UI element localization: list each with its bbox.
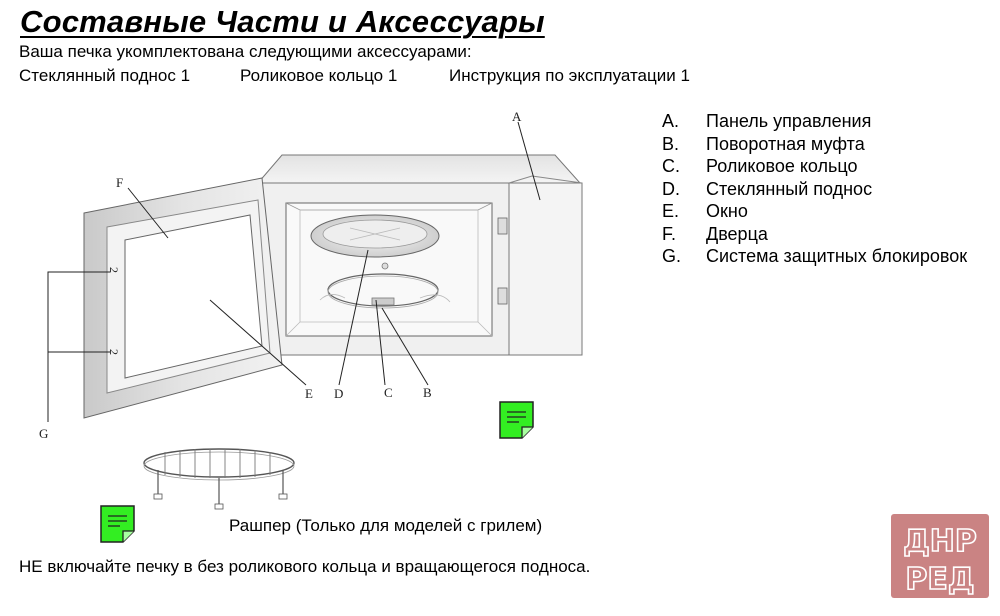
logo-line-2: РЕД [905,562,974,597]
diagram-label-a: A [512,109,522,124]
legend-letter: A. [662,111,680,131]
note-icon [100,505,135,543]
diagram-label-b: B [423,385,432,400]
warning-text: НЕ включайте печку в без роликового коль… [19,557,591,576]
grill-caption: Рашпер (Только для моделей с грилем) [229,516,543,535]
svg-text:2: 2 [107,349,121,355]
diagram-label-g: G [39,426,48,441]
legend-text: Стеклянный поднос [706,178,873,199]
diagram-label-e: E [305,386,313,401]
legend-text: Система защитных блокировок [706,246,968,266]
legend-letter: G. [662,246,682,266]
legend-text: Дверца [706,223,768,244]
logo-line-1: ДНР [903,524,977,559]
grill-rack-image [143,448,295,510]
accessory-glass-tray: Стеклянный поднос 1 [19,66,191,85]
legend-letter: E. [662,201,680,221]
legend-letter: B. [662,133,680,154]
diagram-label-f: F [116,175,123,190]
legend-text: Роликовое кольцо [706,156,858,176]
intro-text: Ваша печка укомплектована следующими акс… [19,42,472,61]
svg-text:2: 2 [107,267,121,273]
legend-letter: C. [662,156,680,176]
note-icon [499,401,534,439]
legend-letter: F. [662,223,677,244]
legend-letter: D. [662,178,680,199]
page-title: Составные Части и Аксессуары [20,4,545,39]
legend-text: Панель управления [706,111,872,131]
legend-text: Поворотная муфта [706,133,865,154]
accessory-manual: Инструкция по эксплуатации 1 [449,66,690,85]
legend-text: Окно [706,201,748,221]
accessory-roller-ring: Роликовое кольцо 1 [240,66,398,85]
diagram-label-c: C [384,385,393,400]
diagram-label-d: D [334,386,343,401]
watermark-logo: ДНР РЕД [891,514,989,598]
